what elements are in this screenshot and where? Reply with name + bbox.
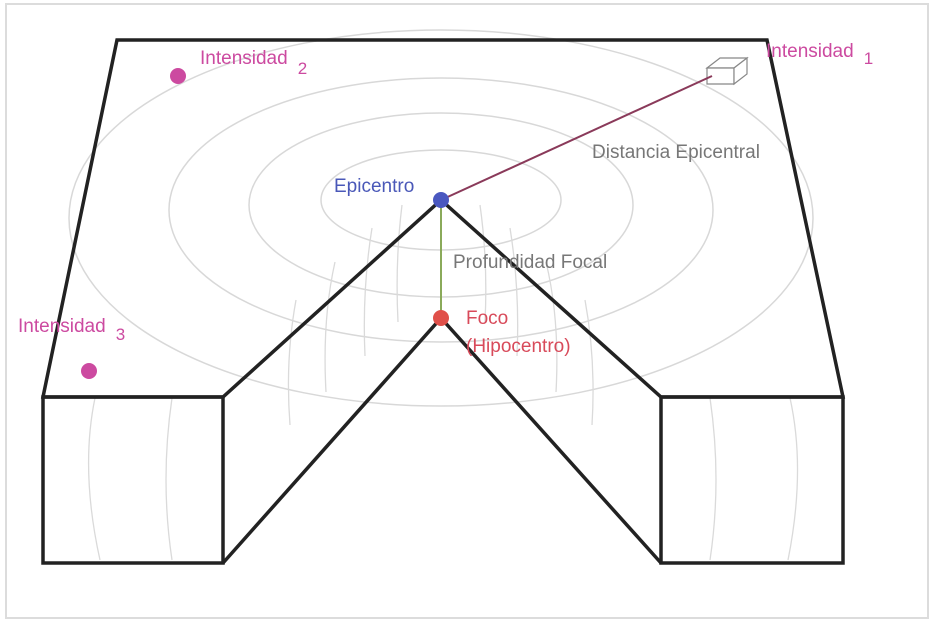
intensity-3-label: Intensidad 3 bbox=[18, 316, 125, 344]
epicenter-label: Epicentro bbox=[334, 176, 414, 197]
cut-face-contours bbox=[87, 204, 799, 561]
intensity-2-subscript: 2 bbox=[298, 59, 307, 78]
intensity-2-dot bbox=[170, 68, 186, 84]
intensity-1-text: Intensidad bbox=[766, 41, 854, 62]
isoseismal-ring-4 bbox=[68, 29, 814, 407]
intensity-3-text: Intensidad bbox=[18, 316, 106, 337]
hypocenter-label: (Hipocentro) bbox=[466, 336, 571, 357]
intensity-2-text: Intensidad bbox=[200, 48, 288, 69]
epicenter-dot bbox=[433, 192, 449, 208]
epicentral-distance-line bbox=[440, 75, 713, 201]
left-front-block bbox=[41, 395, 225, 565]
figure-frame bbox=[5, 3, 929, 619]
intensity-3-dot bbox=[81, 363, 97, 379]
focal-depth-label: Profundidad Focal bbox=[453, 252, 607, 273]
crustal-block-outline bbox=[40, 38, 846, 565]
focus-dot bbox=[433, 310, 449, 326]
right-front-block bbox=[659, 395, 845, 565]
intensity-1-subscript: 1 bbox=[864, 49, 873, 68]
focus-label: Foco bbox=[466, 308, 508, 329]
station-box bbox=[705, 56, 749, 86]
intensity-2-label: Intensidad 2 bbox=[200, 48, 307, 78]
epicentral-distance-label: Distancia Epicentral bbox=[592, 142, 760, 163]
isoseismal-ring-3 bbox=[168, 77, 714, 343]
intensity-3-subscript: 3 bbox=[116, 325, 125, 344]
intensity-1-label: Intensidad 1 bbox=[766, 41, 873, 68]
